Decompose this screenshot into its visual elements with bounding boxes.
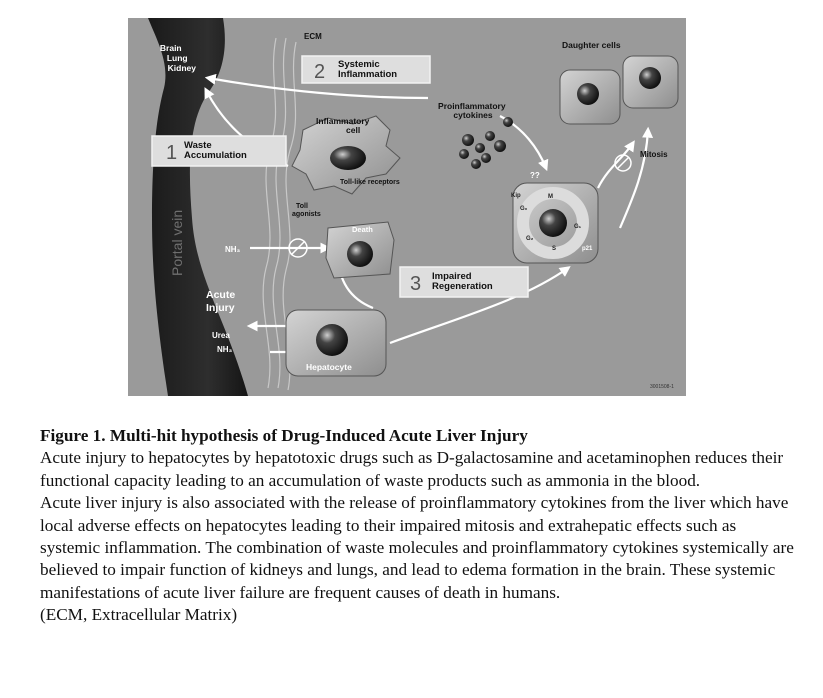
figure-id: 3001508-1	[650, 384, 674, 390]
dying-cell-nucleus	[347, 241, 373, 267]
ecm-label: ECM	[304, 32, 322, 41]
caption-title: Figure 1. Multi-hit hypothesis of Drug-I…	[40, 426, 528, 445]
nh3-label-bottom: NH₃	[217, 345, 233, 354]
svg-text:G₂: G₂	[526, 236, 534, 242]
svg-text:M: M	[548, 194, 553, 200]
svg-text:S: S	[552, 246, 556, 252]
portal-vein	[148, 18, 248, 396]
death-label: Death	[352, 225, 373, 234]
daughter-cell-2-nucleus	[639, 67, 661, 89]
cell-cycle-labels: Kip G₀ M G₁ S G₂ p21	[511, 193, 593, 252]
caption-paragraph-2: Acute liver injury is also associated wi…	[40, 493, 794, 602]
svg-text:G₁: G₁	[574, 224, 582, 230]
svg-text:p21: p21	[582, 246, 593, 252]
toll-agonists-label: Toll agonists	[292, 203, 321, 218]
organs-label: Brain Lung Kidney	[160, 43, 196, 73]
svg-text:1: 1	[166, 142, 177, 164]
cytokine-molecules	[459, 117, 513, 169]
urea-label: Urea	[212, 331, 230, 340]
hepatocyte-nucleus	[316, 324, 348, 356]
nh3-label-top: NH₃	[225, 245, 241, 254]
portal-vein-label: Portal vein	[169, 210, 185, 276]
daughter-cells-label: Daughter cells	[562, 40, 621, 50]
unknown-label: ??	[530, 171, 540, 180]
cell-cycle-wheel	[517, 187, 589, 259]
caption-note: (ECM, Extracellular Matrix)	[40, 605, 238, 625]
acute-injury-label: Acute Injury	[206, 289, 238, 314]
svg-text:Kip: Kip	[511, 193, 521, 199]
figure-caption: Figure 1. Multi-hit hypothesis of Drug-I…	[40, 425, 800, 627]
inflammatory-cell-nucleus	[330, 146, 366, 170]
blocked-symbol	[288, 238, 308, 258]
toll-like-receptors-label: Toll-like receptors	[340, 179, 400, 186]
hepatocyte-label: Hepatocyte	[306, 362, 352, 372]
mitosis-label: Mitosis	[640, 150, 668, 159]
svg-text:3: 3	[410, 273, 421, 295]
mitosis-block-symbol	[614, 154, 632, 172]
svg-text:G₀: G₀	[520, 206, 528, 212]
proinflammatory-cytokines-label: Proinflammatory cytokines	[438, 101, 508, 120]
inflammatory-cell-label: Inflammatory cell	[316, 116, 372, 135]
svg-text:2: 2	[314, 61, 325, 83]
daughter-cell-1-nucleus	[577, 83, 599, 105]
regenerating-cell-nucleus	[539, 209, 567, 237]
caption-paragraph-1: Acute injury to hepatocytes by hepatotox…	[40, 448, 784, 490]
liver-injury-diagram: ECM Brain Lung Kidney Portal vein Acute …	[128, 18, 686, 396]
